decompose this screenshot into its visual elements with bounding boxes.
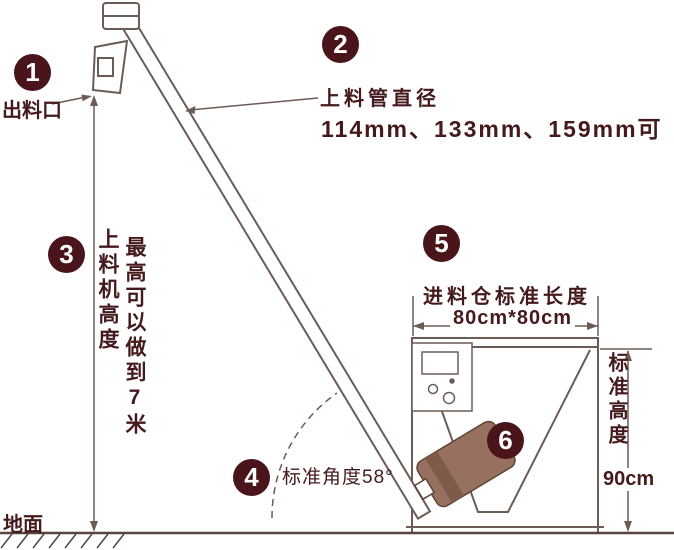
left-height-dimension bbox=[90, 95, 98, 532]
discharge-spout bbox=[91, 39, 129, 95]
pipe-pointer-arrow bbox=[185, 97, 319, 114]
angle-arc bbox=[271, 392, 338, 519]
feeder-height-label: 上料机高度 bbox=[96, 228, 119, 353]
hopper-length-title: 进料仓标准长度 bbox=[423, 286, 591, 308]
hopper-size-value: 80cm*80cm bbox=[450, 307, 576, 330]
standard-height-value: 90cm bbox=[600, 468, 658, 491]
control-panel bbox=[411, 342, 473, 412]
ground-hatching bbox=[0, 533, 125, 549]
ground-label: 地面 bbox=[3, 514, 43, 536]
pipe-diameter-sizes: 114mm、133mm、159mm可 bbox=[321, 116, 663, 142]
badge-6: 6 bbox=[487, 422, 524, 459]
outlet-pointer-arrow bbox=[51, 94, 92, 105]
funnel bbox=[419, 349, 591, 513]
badge-4: 4 bbox=[233, 459, 270, 496]
angle-label: 标准角度58° bbox=[282, 467, 394, 488]
badge-1: 1 bbox=[14, 54, 51, 91]
top-motor bbox=[102, 2, 140, 30]
right-height-dimension bbox=[600, 348, 652, 532]
badge-5: 5 bbox=[423, 225, 460, 262]
badge-2: 2 bbox=[322, 26, 359, 63]
badge-3: 3 bbox=[48, 236, 85, 273]
max-height-label: 最高可以做到7米 bbox=[123, 236, 146, 438]
standard-height-label: 标准高度 bbox=[605, 352, 627, 448]
pipe-diameter-title: 上料管直径 bbox=[320, 88, 440, 110]
outlet-label: 出料口 bbox=[2, 100, 62, 122]
